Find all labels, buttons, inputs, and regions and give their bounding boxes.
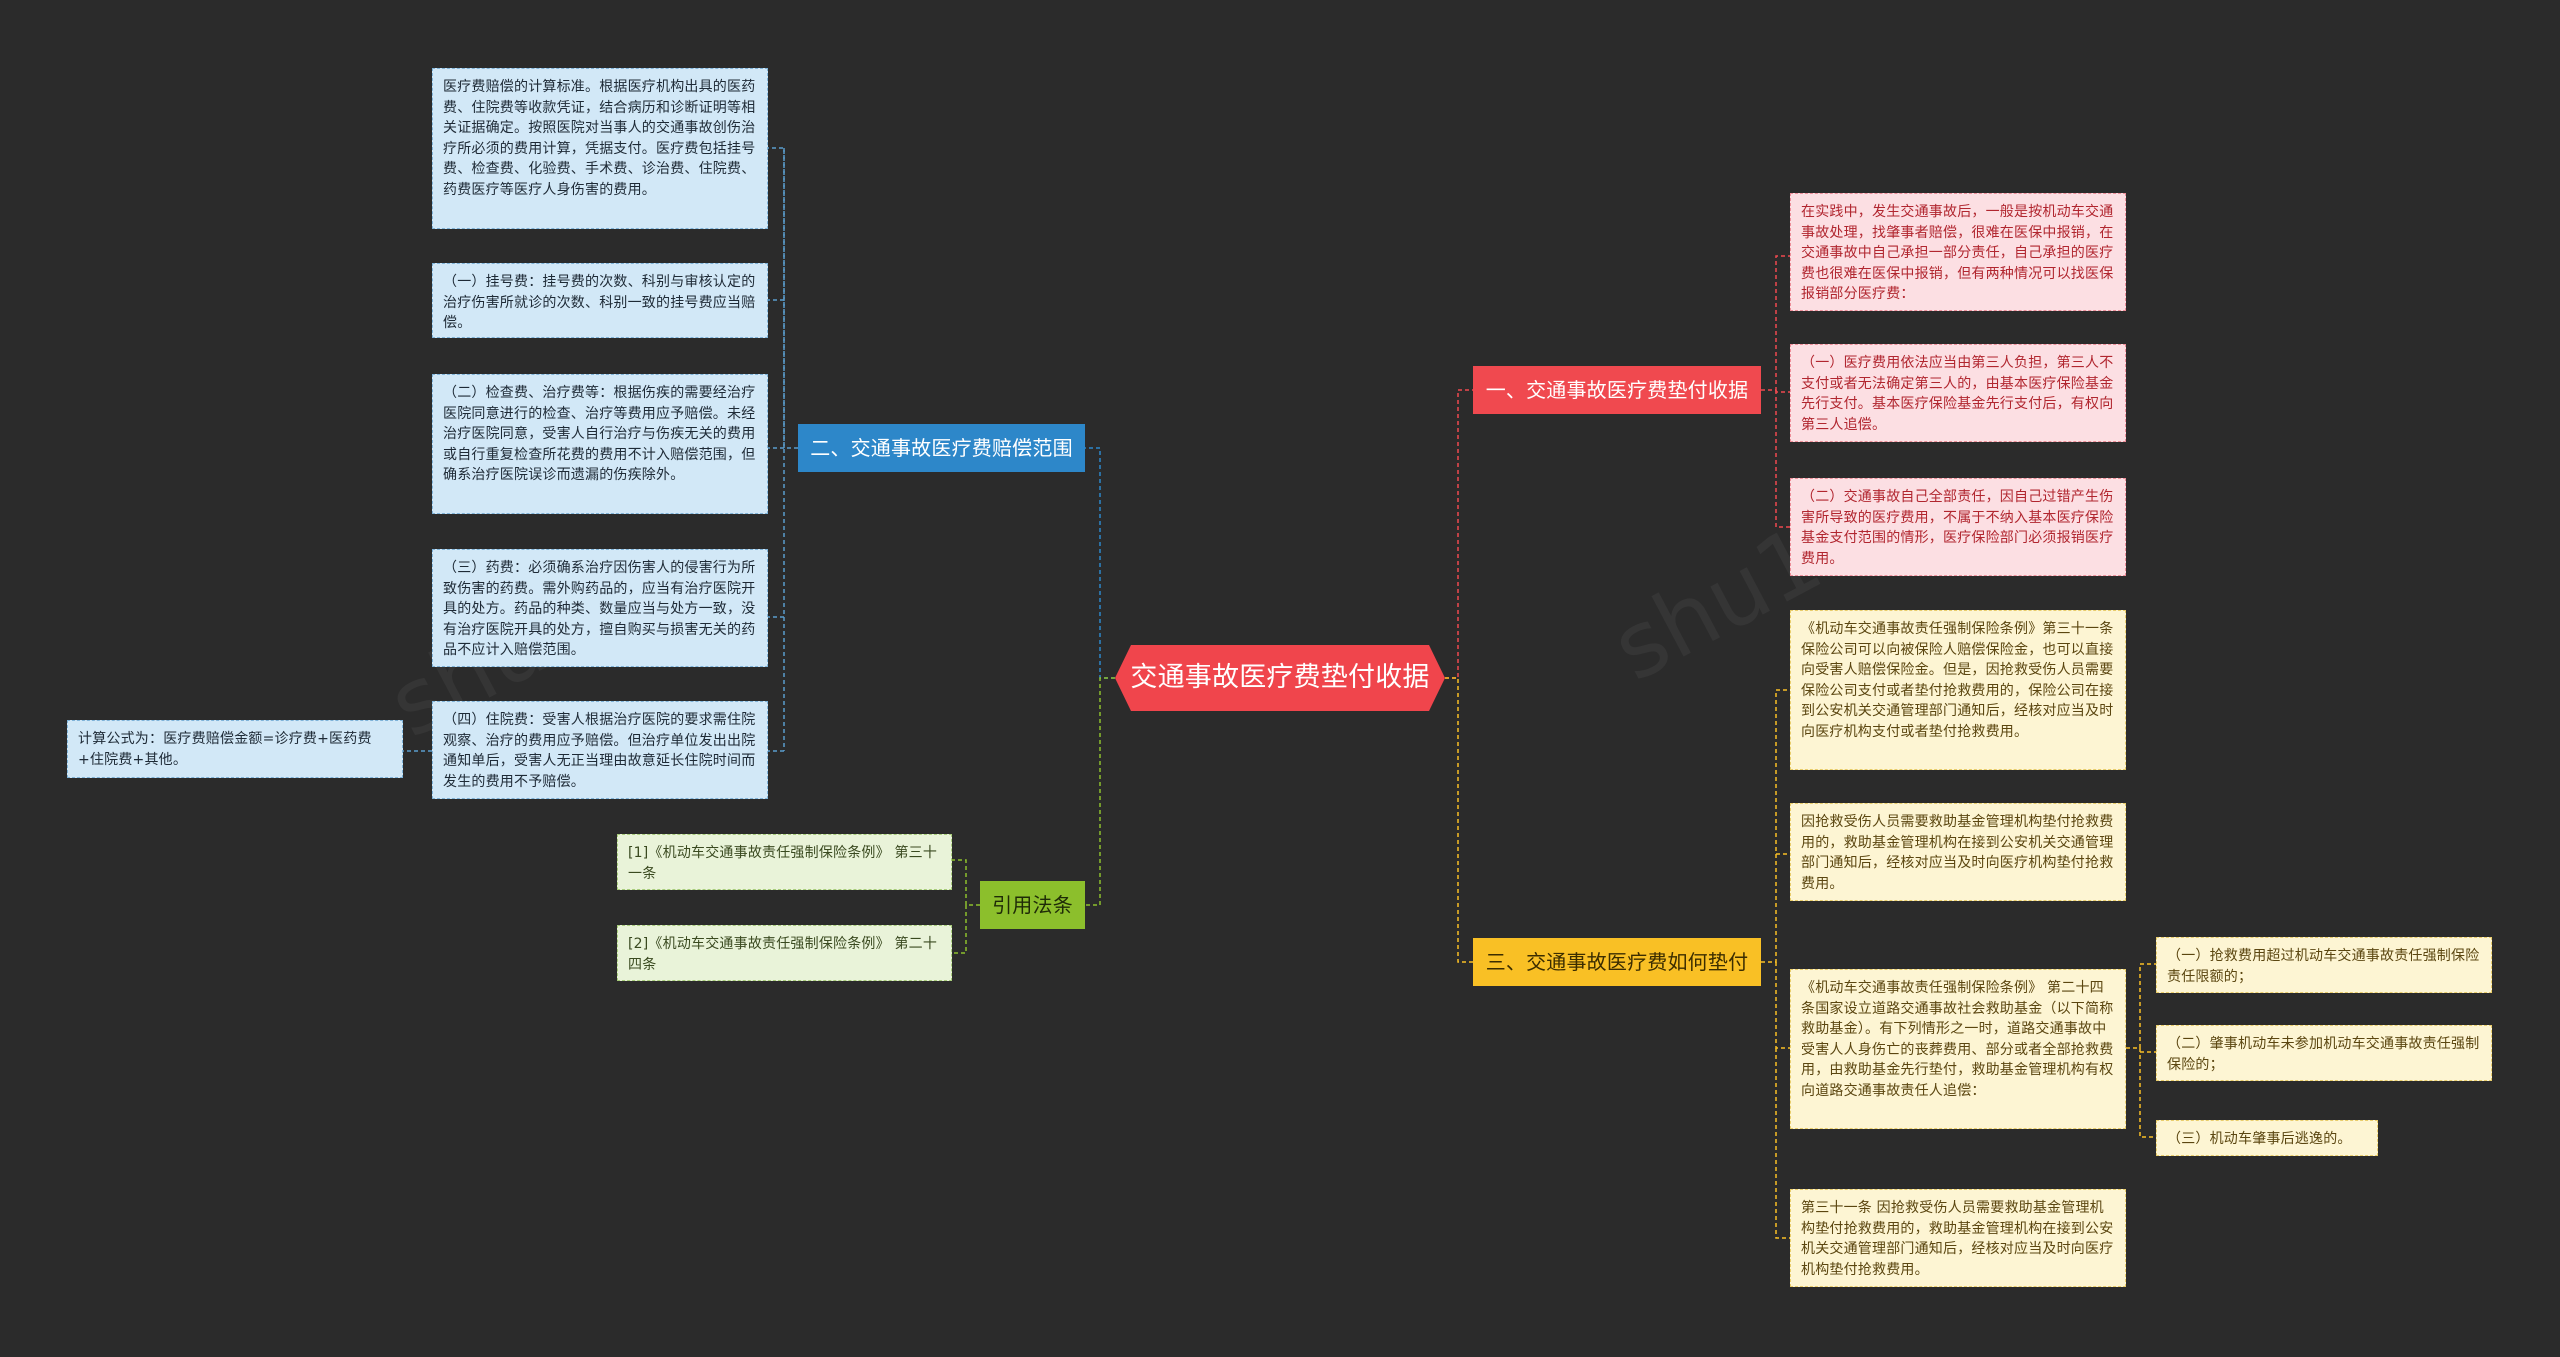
branch-cited-law[interactable]: 引用法条	[980, 881, 1085, 929]
law-item-24[interactable]: [2]《机动车交通事故责任强制保险条例》 第二十四条	[617, 925, 952, 981]
howto-sub-hit-and-run[interactable]: （三）机动车肇事后逃逸的。	[2156, 1120, 2378, 1156]
receipt-leaf-practice[interactable]: 在实践中，发生交通事故后，一般是按机动车交通事故处理，找肇事者赔偿，很难在医保中…	[1790, 193, 2126, 311]
scope-leaf-exam-fee[interactable]: （二）检查费、治疗费等：根据伤疾的需要经治疗医院同意进行的检查、治疗等费用应予赔…	[432, 374, 768, 514]
receipt-leaf-full-liability[interactable]: （二）交通事故自己全部责任，因自己过错产生伤害所导致的医疗费用，不属于不纳入基本…	[1790, 478, 2126, 576]
receipt-leaf-third-party[interactable]: （一）医疗费用依法应当由第三人负担，第三人不支付或者无法确定第三人的，由基本医疗…	[1790, 344, 2126, 442]
law-item-31[interactable]: [1]《机动车交通事故责任强制保险条例》 第三十一条	[617, 834, 952, 890]
branch-compensation-scope[interactable]: 二、交通事故医疗费赔偿范围	[798, 424, 1085, 472]
scope-leaf-hospital-fee[interactable]: （四）住院费：受害人根据治疗医院的要求需住院观察、治疗的费用应予赔偿。但治疗单位…	[432, 701, 768, 799]
scope-formula[interactable]: 计算公式为：医疗费赔偿金额=诊疗费+医药费+住院费+其他。	[67, 720, 403, 778]
scope-leaf-registration-fee[interactable]: （一）挂号费：挂号费的次数、科别与审核认定的治疗伤害所就诊的次数、科别一致的挂号…	[432, 263, 768, 338]
howto-leaf-rescue-fund[interactable]: 因抢救受伤人员需要救助基金管理机构垫付抢救费用的，救助基金管理机构在接到公安机关…	[1790, 803, 2126, 901]
branch-how-to-advance[interactable]: 三、交通事故医疗费如何垫付	[1473, 938, 1761, 986]
howto-sub-uninsured[interactable]: （二）肇事机动车未参加机动车交通事故责任强制保险的；	[2156, 1025, 2492, 1081]
branch-advance-receipt[interactable]: 一、交通事故医疗费垫付收据	[1473, 366, 1761, 414]
scope-leaf-standard[interactable]: 医疗费赔偿的计算标准。根据医疗机构出具的医药费、住院费等收款凭证，结合病历和诊断…	[432, 68, 768, 229]
scope-leaf-drug-fee[interactable]: （三）药费：必须确系治疗因伤害人的侵害行为所致伤害的药费。需外购药品的，应当有治…	[432, 549, 768, 667]
howto-leaf-article-31-fund[interactable]: 第三十一条 因抢救受伤人员需要救助基金管理机构垫付抢救费用的，救助基金管理机构在…	[1790, 1189, 2126, 1287]
howto-leaf-article-31[interactable]: 《机动车交通事故责任强制保险条例》第三十一条保险公司可以向被保险人赔偿保险金，也…	[1790, 610, 2126, 770]
root-topic[interactable]: 交通事故医疗费垫付收据	[1115, 645, 1445, 711]
howto-leaf-article-24[interactable]: 《机动车交通事故责任强制保险条例》 第二十四条国家设立道路交通事故社会救助基金（…	[1790, 969, 2126, 1129]
howto-sub-exceed-limit[interactable]: （一）抢救费用超过机动车交通事故责任强制保险责任限额的；	[2156, 937, 2492, 993]
